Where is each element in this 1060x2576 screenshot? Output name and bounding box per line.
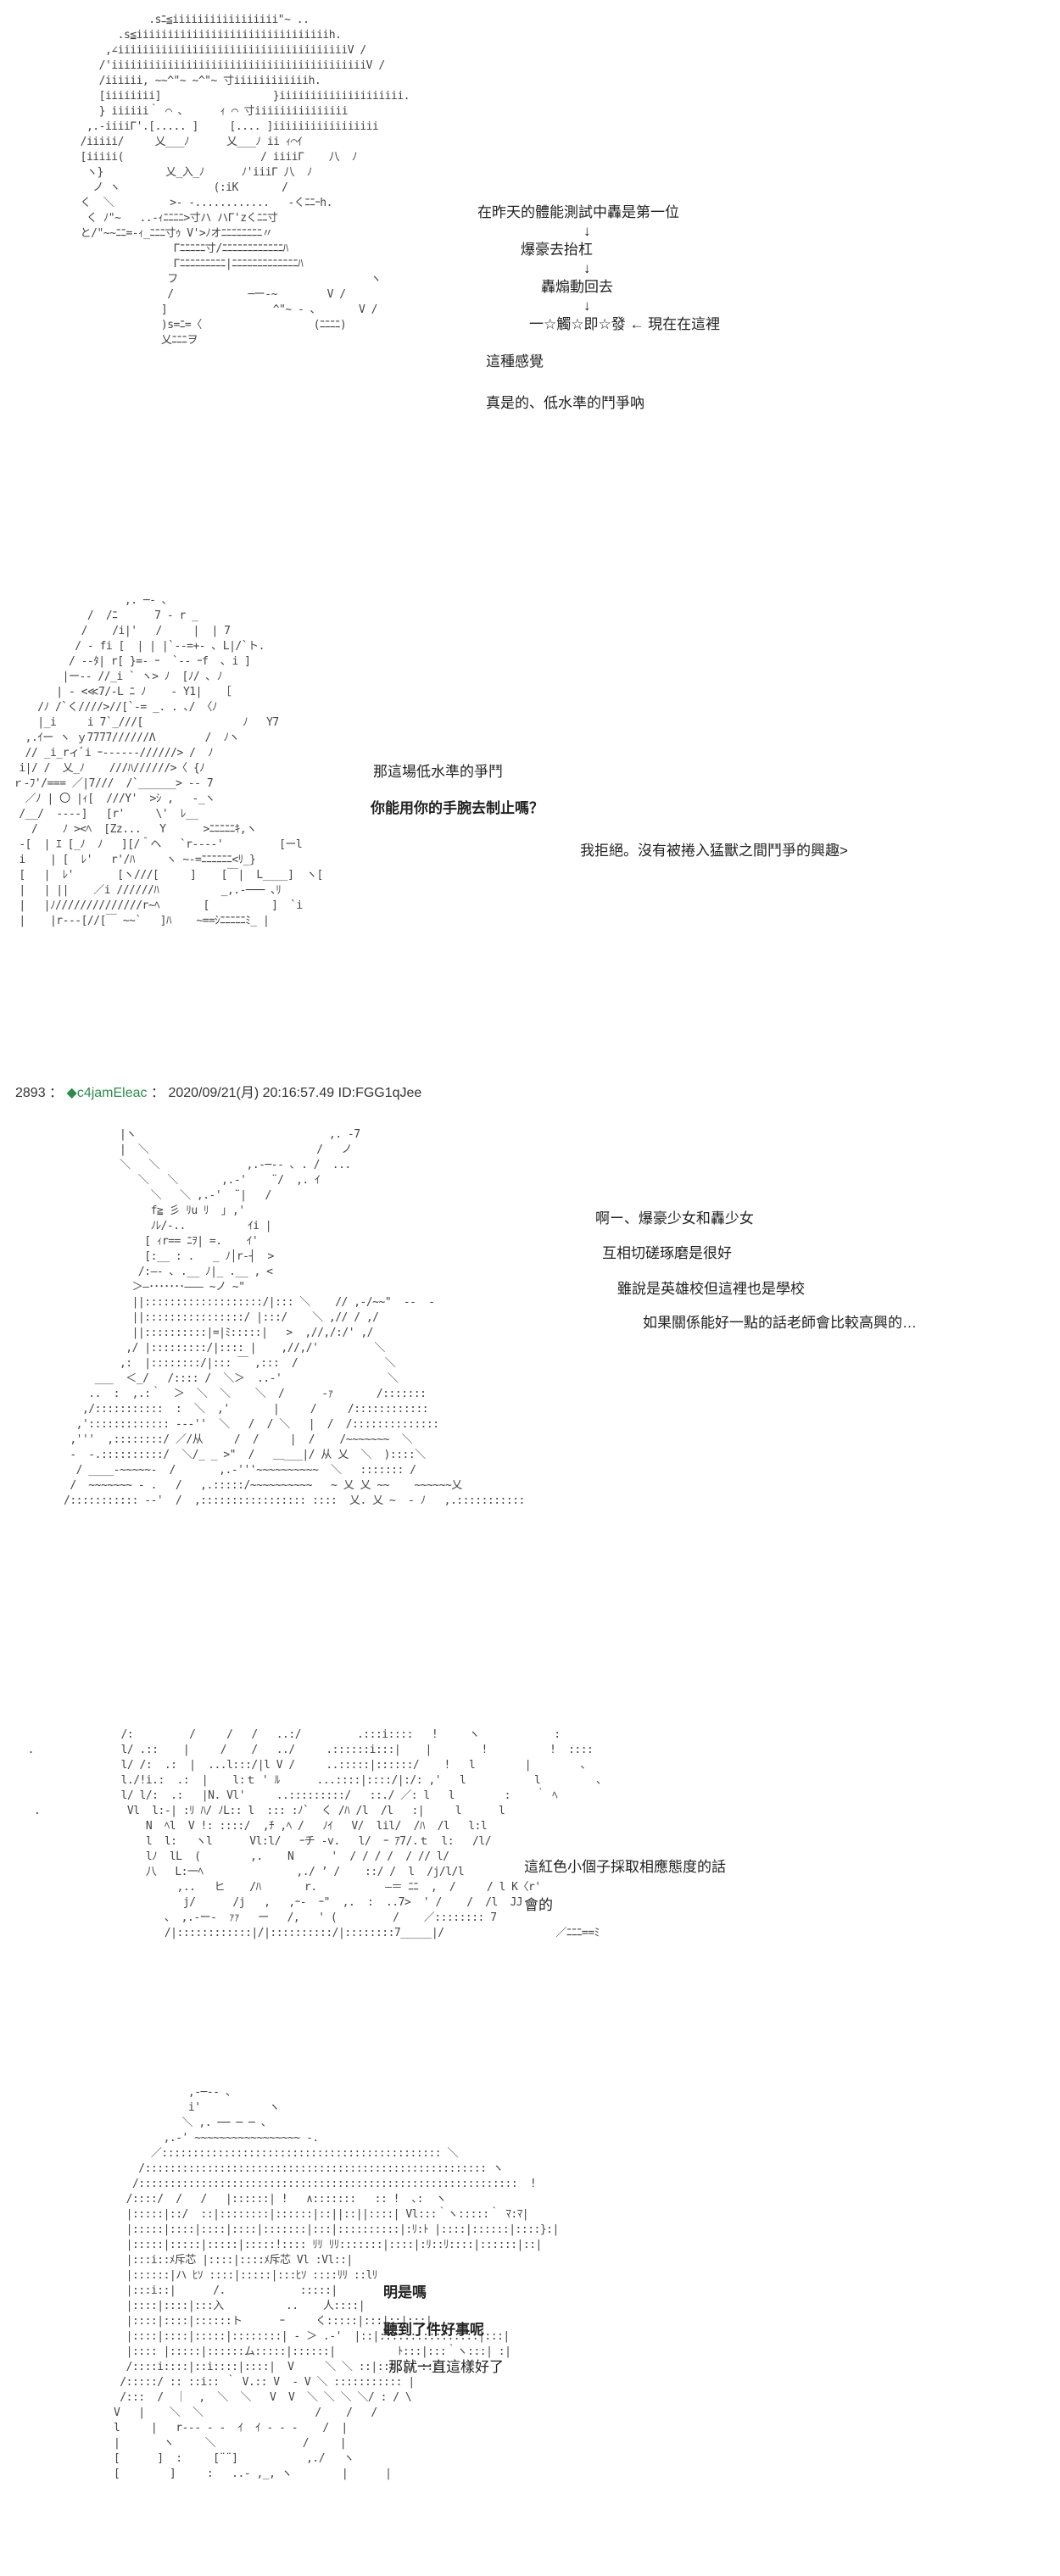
post-header: 2893 ： ◆c4jamEleac ： 2020/09/21(月) 20:16… (15, 1081, 421, 1101)
dialogue-line: 互相切磋琢磨是很好 (602, 1245, 732, 1261)
dialogue-line: 那就一直這樣好了 (388, 2359, 504, 2375)
narration-arrow: ↓ (583, 260, 591, 276)
dialogue-line: 會的 (524, 1897, 553, 1913)
post-datetime: 2020/09/21(月) 20:16:57.49 (168, 1086, 335, 1100)
narration-line: 這種感覺 (486, 353, 544, 370)
dialogue-line: 你能用你的手腕去制止嗎？ (371, 800, 544, 816)
post-number: 2893 (15, 1086, 46, 1100)
ascii-art-panel-4: /: / / / ..:/ .:::i:::: ! ヽ : . l/ .:: |… (27, 1728, 602, 1939)
dialogue-line: 聽到了件好事呢 (383, 2322, 484, 2338)
poster-name[interactable]: ◆c4jamEleac (66, 1086, 148, 1100)
narration-line: 爆豪去抬杠 (521, 242, 593, 258)
narration-line: 真是的、低水準的鬥爭吶 (486, 395, 644, 411)
narration-arrow: ↓ (583, 223, 591, 239)
dialogue-line: 啊ー、爆豪少女和轟少女 (595, 1210, 754, 1227)
post-separator: ： (49, 1086, 64, 1100)
post-separator: ： (150, 1086, 165, 1100)
narration-line: 轟煽動回去 (541, 279, 613, 295)
dialogue-line: 那這場低水準的爭鬥 (373, 764, 503, 780)
ascii-art-panel-5: ,‐─‐‐ 、 i' ヽ ＼ ,. ── ─ ─ 、 ,.‐' ~~~~~~~~… (113, 2086, 559, 2480)
narration-line: 一☆觸☆即☆發 ← 現在在這裡 (529, 316, 721, 332)
narration-line: 在昨天的體能測試中轟是第一位 (477, 204, 679, 220)
narration-arrow: ↓ (583, 298, 591, 314)
dialogue-line: 我拒絕。沒有被捲入猛獸之間鬥爭的興趣> (580, 843, 848, 859)
dialogue-line: 如果關係能好一點的話老師會比較高興的… (643, 1315, 917, 1331)
dialogue-line: 這紅色小個子採取相應態度的話 (524, 1859, 726, 1875)
ascii-art-panel-2: ,. ─‐ ､ / /ﾆ 7 - r _ / /i|' / | | 7 / - … (13, 594, 323, 927)
ascii-art-panel-3: |ヽ ,. -7 | ＼ / ノ ＼ ＼ ,.-─-- ､ . / ... ＼ … (64, 1128, 525, 1507)
post-id: ID:FGG1qJee (338, 1086, 422, 1100)
dialogue-line: 明是嗎 (383, 2284, 427, 2301)
dialogue-line: 雖說是英雄校但這裡也是學校 (617, 1281, 805, 1297)
ascii-art-panel-1: .sﾆ≦iiiiiiiiiiiiiiiii"~ .. .s≦iiiiiiiiii… (80, 14, 410, 347)
